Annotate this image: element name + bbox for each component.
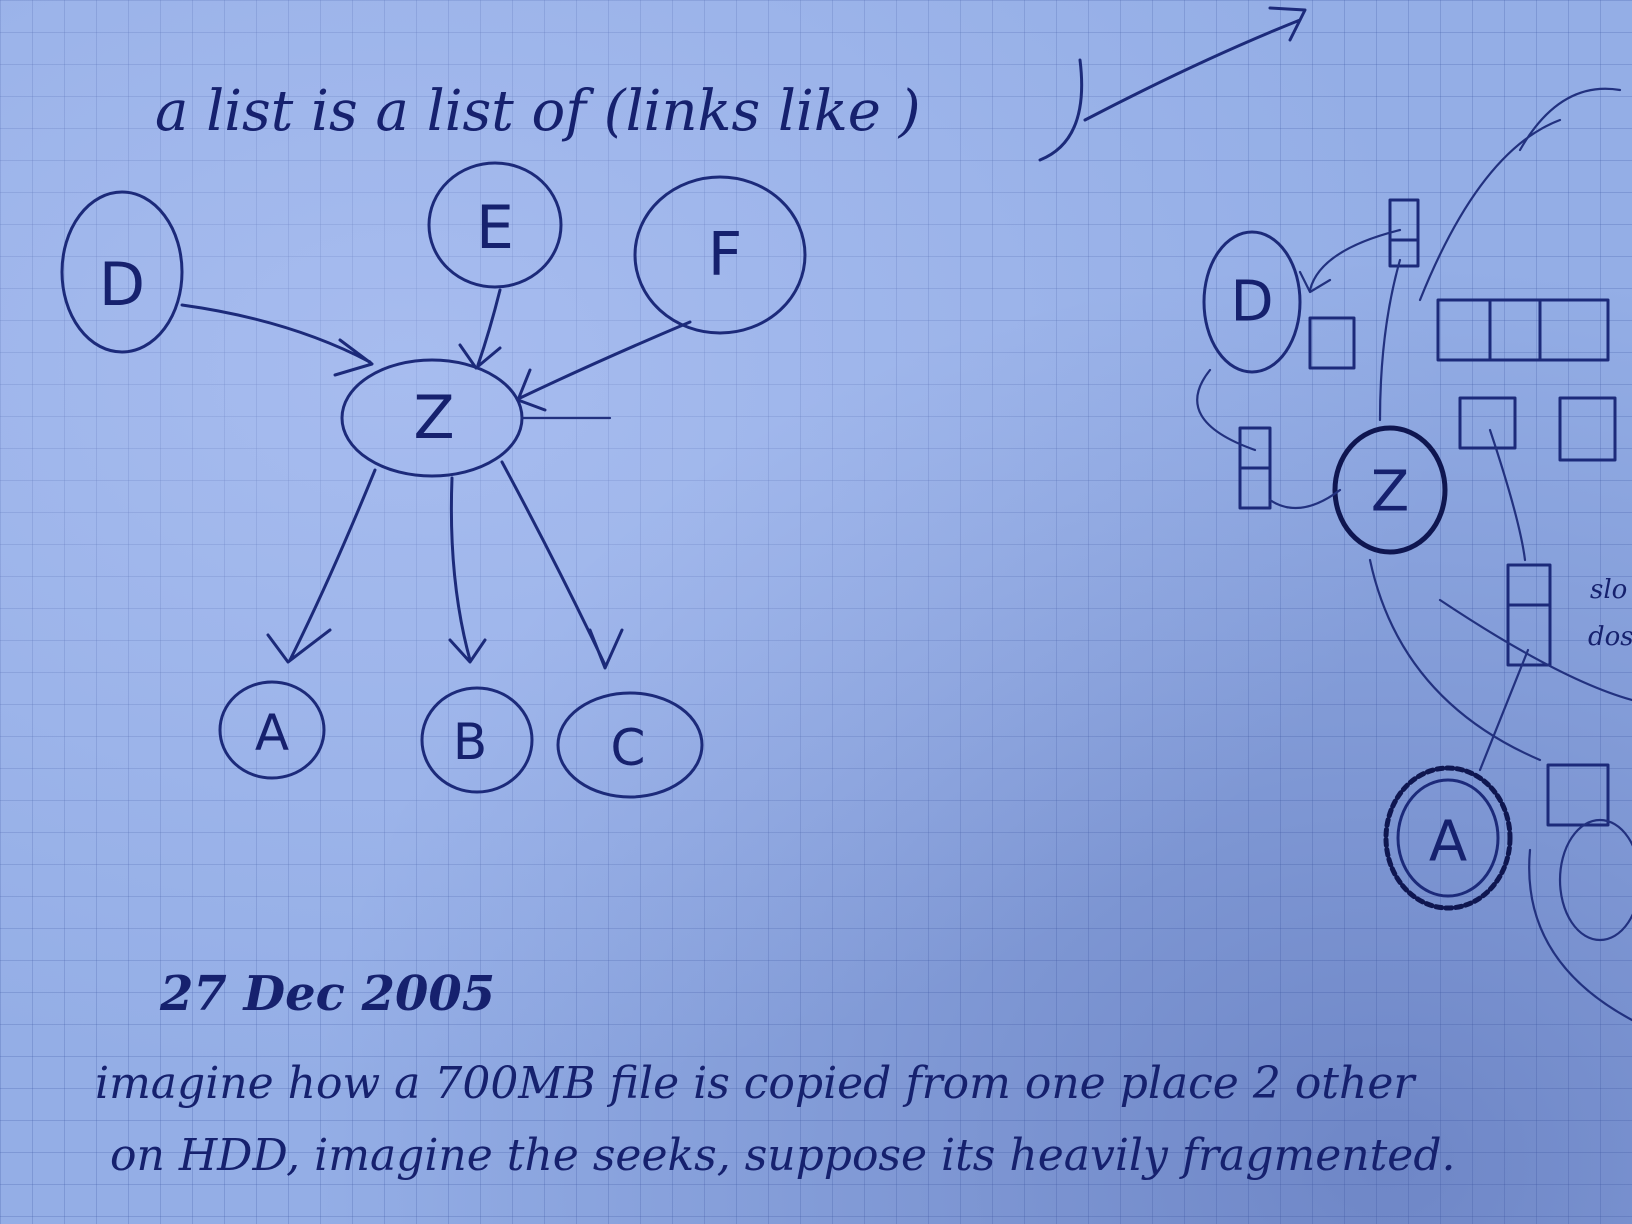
right-link-7: [1368, 558, 1542, 762]
node-f: [633, 175, 807, 335]
node-e-label: E: [476, 193, 514, 263]
right-link-8: [1518, 87, 1622, 152]
ptr-box-5: [1558, 396, 1617, 462]
node-b: [420, 686, 534, 794]
right-note-1: slo: [1590, 575, 1627, 605]
right-link-1: [1298, 228, 1402, 294]
note-line-1: imagine how a 700MB file is copied from …: [95, 1058, 1417, 1109]
right-link-4: [1268, 488, 1342, 510]
node-c: [556, 691, 704, 799]
right-link-10: [1528, 848, 1632, 1022]
edge-z-b: [448, 476, 487, 664]
right-link-2: [1378, 258, 1402, 422]
edge-f-z: [516, 320, 692, 412]
ptr-box-10: [1546, 763, 1610, 827]
right-node-a-inner: [1396, 778, 1500, 898]
ptr-box-6: [1238, 426, 1272, 470]
node-a: [218, 680, 326, 780]
node-d-label: D: [99, 250, 145, 320]
right-link-5: [1488, 428, 1527, 562]
right-link-6: [1478, 648, 1530, 772]
right-node-z-label: Z: [1371, 460, 1409, 525]
right-link-9: [1418, 118, 1562, 302]
ptr-box-7: [1238, 466, 1272, 510]
edge-d-z: [180, 303, 374, 377]
right-node-a: [1383, 765, 1513, 911]
right-diagram: D Z A slo dos: [1196, 87, 1632, 1022]
ptr-box-2: [1388, 238, 1420, 268]
ptr-box-4: [1458, 396, 1517, 450]
node-a-label: A: [255, 704, 289, 762]
edge-z-a: [266, 468, 377, 664]
ptr-box-8: [1506, 563, 1552, 607]
node-z-label: Z: [413, 383, 454, 453]
node-d: [60, 190, 184, 354]
node-e: [427, 161, 563, 289]
right-partial-node: [1558, 818, 1632, 942]
ptr-box-1: [1388, 198, 1420, 242]
edge-z-c: [500, 460, 624, 670]
note-line-2: on HDD, imagine the seeks, suppose its h…: [110, 1130, 1456, 1181]
right-note-2: dos: [1588, 622, 1632, 652]
heading-text: a list is a list of (links like ): [155, 79, 921, 144]
right-node-z: [1332, 425, 1448, 555]
heading-arrow: [1083, 6, 1307, 122]
node-f-label: F: [708, 220, 743, 290]
ptr-box-group: [1436, 298, 1610, 362]
right-link-3: [1196, 368, 1257, 452]
ptr-box-3: [1308, 316, 1356, 370]
heading-close-paren: [1038, 58, 1084, 162]
right-node-a-label: A: [1429, 810, 1467, 875]
ptr-box-9: [1506, 603, 1552, 667]
right-link-11: [1438, 598, 1632, 702]
node-c-label: C: [611, 719, 646, 777]
date-text: 27 Dec 2005: [159, 966, 495, 1022]
right-node-d: [1202, 230, 1302, 374]
left-diagram: D E F Z A B C: [60, 161, 807, 799]
edge-e-z: [458, 288, 502, 370]
right-node-d-label: D: [1230, 270, 1273, 335]
node-b-label: B: [453, 713, 487, 771]
